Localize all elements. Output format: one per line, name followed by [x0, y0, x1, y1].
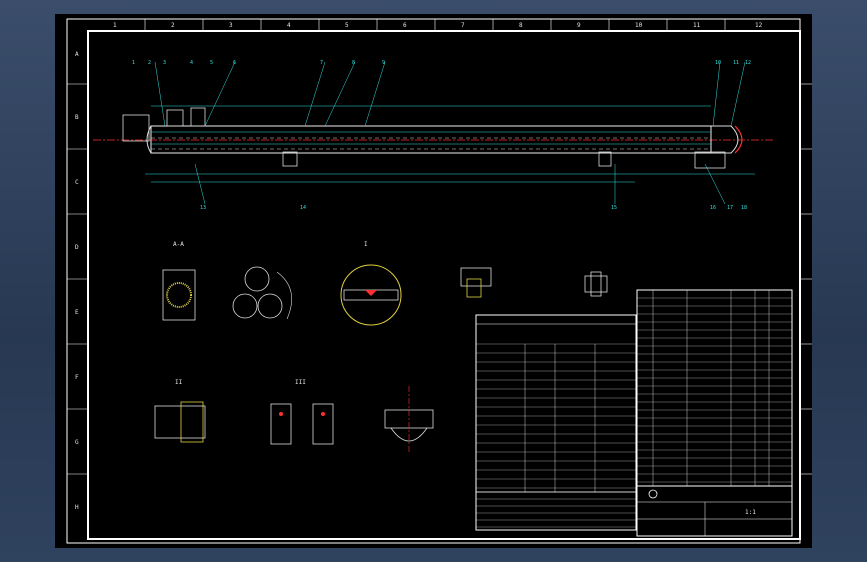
- zone-labels: 1 2 3 4 5 6 7 8 9 10 11 12 A B C D E F G…: [75, 22, 763, 511]
- zone-label: 7: [461, 22, 465, 29]
- zone-label: 11: [693, 22, 701, 29]
- leader-line: [704, 163, 726, 205]
- zone-label: 5: [345, 22, 349, 29]
- outer-frame: [66, 18, 801, 544]
- inner-frame: [87, 30, 801, 540]
- detail-title: I: [364, 241, 368, 248]
- parts-list-table: [636, 289, 793, 487]
- zone-label: 4: [287, 22, 291, 29]
- leader-label: 18: [741, 205, 747, 211]
- leader-line: [324, 61, 356, 127]
- zone-label: C: [75, 179, 79, 186]
- leader-label: 7: [320, 60, 323, 66]
- leader-label: 1: [132, 60, 135, 66]
- nozzle-detail-view: [584, 271, 608, 297]
- leader-label: 4: [190, 60, 193, 66]
- right-head: [711, 125, 739, 154]
- leader-line: [194, 163, 206, 205]
- detail-title: III: [295, 379, 306, 386]
- title-block: 1:1: [636, 485, 793, 537]
- zone-label: E: [75, 309, 79, 316]
- scale-value: 1:1: [745, 509, 756, 516]
- leader-label: 15: [611, 205, 617, 211]
- leader-label: 5: [210, 60, 213, 66]
- gear-icon: [648, 489, 658, 499]
- leader-label: 13: [200, 205, 206, 211]
- support-saddle: [282, 151, 298, 167]
- zone-label: G: [75, 439, 79, 446]
- detail-view-i: I: [340, 241, 402, 326]
- nozzle: [694, 151, 726, 169]
- zone-label: 3: [229, 22, 233, 29]
- shell: [150, 125, 712, 154]
- section-view-a: A-A: [162, 241, 196, 321]
- zone-label: B: [75, 114, 79, 121]
- leader-label: 8: [352, 60, 355, 66]
- zone-label: 8: [519, 22, 523, 29]
- main-vessel-view: [93, 61, 775, 205]
- left-head: [146, 125, 152, 154]
- zone-label: 9: [577, 22, 581, 29]
- zone-label: 2: [171, 22, 175, 29]
- leader-line: [712, 61, 721, 127]
- drawing-sheet[interactable]: 1 2 3 4 5 6 7 8 9 10 11 12 A B C D E F G…: [55, 14, 812, 548]
- right-head-weld: [734, 125, 743, 154]
- nozzle: [190, 107, 206, 127]
- leader-label: 11: [733, 60, 739, 66]
- zone-label: A: [75, 51, 79, 58]
- zone-label: 12: [755, 22, 763, 29]
- detail-view-ii: II: [154, 379, 206, 443]
- nozzle: [166, 109, 184, 127]
- channel-box: [122, 114, 150, 142]
- leader-line: [204, 61, 236, 127]
- leader-label: 2: [148, 60, 151, 66]
- zone-label: 10: [635, 22, 643, 29]
- flange-detail-view: [460, 267, 492, 298]
- technical-data-table: [475, 314, 637, 531]
- leader-line: [364, 61, 386, 127]
- leader-label: 9: [382, 60, 385, 66]
- leader-label: 17: [727, 205, 733, 211]
- zone-label: H: [75, 504, 79, 511]
- tube-layout-view: [232, 266, 292, 320]
- support-saddle: [598, 151, 612, 167]
- view-title: A-A: [173, 241, 184, 248]
- detail-view-iii: III: [270, 379, 334, 445]
- leader-label: 14: [300, 205, 306, 211]
- leader-line: [154, 61, 166, 127]
- leader-label-group: 1 2 3 4 5 6 7 8 9 10 11 12 13 14 15 16 1…: [132, 60, 751, 211]
- leader-line: [304, 61, 326, 127]
- support-detail-view: [384, 386, 434, 454]
- zone-ticks: [67, 19, 812, 475]
- zone-label: D: [75, 244, 79, 251]
- leader-line: [730, 61, 746, 127]
- leader-label: 12: [745, 60, 751, 66]
- leader-label: 6: [233, 60, 236, 66]
- zone-label: F: [75, 374, 79, 381]
- drawing-canvas: 1 2 3 4 5 6 7 8 9 10 11 12 A B C D E F G…: [66, 18, 812, 544]
- leader-label: 16: [710, 205, 716, 211]
- detail-title: II: [175, 379, 183, 386]
- leader-label: 3: [163, 60, 166, 66]
- leader-label: 10: [715, 60, 721, 66]
- zone-label: 6: [403, 22, 407, 29]
- zone-label: 1: [113, 22, 117, 29]
